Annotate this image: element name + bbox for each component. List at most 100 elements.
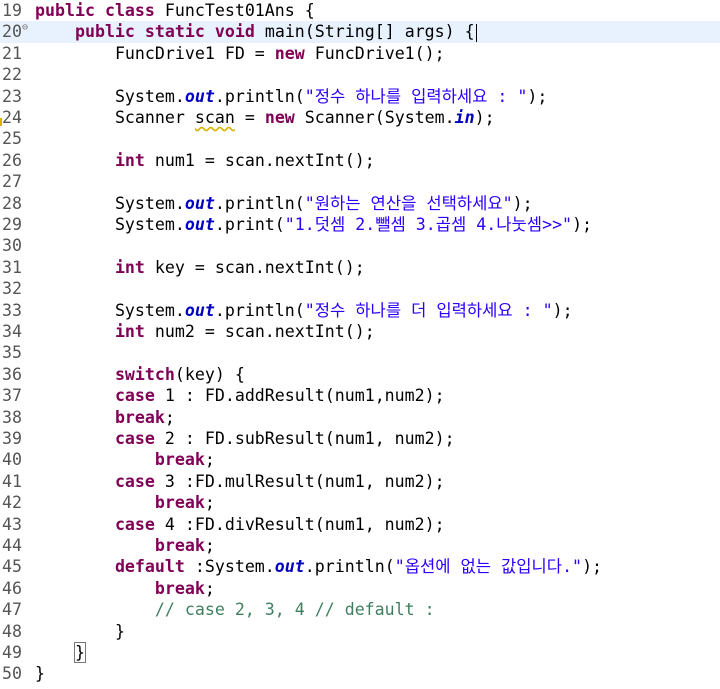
static-field: out bbox=[184, 300, 215, 320]
code-line-36[interactable]: 36 switch(key) { bbox=[0, 364, 720, 385]
code-text: FuncDrive1 FD = new FuncDrive1(); bbox=[35, 43, 445, 64]
static-field: out bbox=[184, 215, 215, 234]
code-line-23[interactable]: 23 System.out.println("정수 하나를 입력하세요 : ")… bbox=[0, 86, 720, 107]
code-token: :System. bbox=[184, 557, 275, 577]
code-text: System.out.println("정수 하나를 더 입력하세요 : "); bbox=[35, 300, 573, 321]
keyword: new bbox=[264, 108, 295, 127]
keyword: break bbox=[154, 536, 205, 555]
code-text: public class FuncTest01Ans { bbox=[35, 0, 315, 21]
code-line-41[interactable]: 41 case 3 :FD.mulResult(num1, num2); bbox=[0, 471, 720, 492]
code-line-22[interactable]: 22 bbox=[0, 64, 720, 85]
code-line-38[interactable]: 38 break; bbox=[0, 407, 720, 428]
code-line-28[interactable]: 28 System.out.println("원하는 연산을 선택하세요"); bbox=[0, 193, 720, 214]
code-line-29[interactable]: 29 System.out.print("1.덧셈 2.뺄셈 3.곱셈 4.나눗… bbox=[0, 214, 720, 235]
line-number: 46 bbox=[2, 578, 22, 598]
matching-bracket: } bbox=[73, 642, 86, 663]
code-line-47[interactable]: 47 // case 2, 3, 4 // default : bbox=[0, 599, 720, 620]
line-number: 19 bbox=[2, 1, 22, 20]
code-text: System.out.print("1.덧셈 2.뺄셈 3.곱셈 4.나눗셈>>… bbox=[35, 214, 592, 235]
code-line-35[interactable]: 35 bbox=[0, 342, 720, 363]
code-token bbox=[205, 22, 215, 41]
code-text: public static void main(String[] args) { bbox=[35, 21, 478, 42]
code-text: int key = scan.nextInt(); bbox=[35, 257, 365, 278]
code-text: break; bbox=[35, 407, 175, 428]
code-line-32[interactable]: 32 bbox=[0, 278, 720, 299]
line-number: 28 bbox=[2, 193, 22, 213]
code-text: case 2 : FD.subResult(num1, num2); bbox=[35, 428, 455, 449]
line-number: 40 bbox=[2, 450, 22, 470]
code-line-39[interactable]: 39 case 2 : FD.subResult(num1, num2); bbox=[0, 428, 720, 449]
code-token: ); bbox=[552, 300, 573, 320]
code-text: case 1 : FD.addResult(num1,num2); bbox=[35, 385, 445, 406]
code-text: int num1 = scan.nextInt(); bbox=[35, 150, 375, 171]
text-caret bbox=[475, 23, 478, 42]
code-line-42[interactable]: 42 break; bbox=[0, 492, 720, 513]
indent bbox=[35, 536, 155, 555]
keyword: case bbox=[114, 471, 155, 491]
string-literal: "원하는 연산을 선택하세요" bbox=[304, 193, 513, 213]
indent bbox=[35, 386, 115, 405]
code-text: break; bbox=[35, 492, 215, 513]
indent bbox=[35, 301, 115, 320]
code-token: ; bbox=[204, 578, 215, 598]
code-text: } bbox=[35, 663, 45, 684]
code-token: System. bbox=[114, 300, 185, 320]
comment: // case 2, 3, 4 // default : bbox=[154, 600, 435, 620]
code-token: ); bbox=[572, 215, 593, 234]
keyword: break bbox=[154, 578, 205, 598]
code-line-49[interactable]: 49 } bbox=[0, 642, 720, 663]
static-field: out bbox=[184, 193, 215, 213]
keyword: void bbox=[214, 22, 255, 42]
code-text: switch(key) { bbox=[35, 364, 245, 385]
code-token: .println( bbox=[304, 557, 395, 577]
code-line-45[interactable]: 45 default :System.out.println("옵션에 없는 값… bbox=[0, 556, 720, 577]
code-line-21[interactable]: 21 FuncDrive1 FD = new FuncDrive1(); bbox=[0, 43, 720, 64]
line-number: 32 bbox=[2, 279, 22, 299]
code-line-19[interactable]: 19 public class FuncTest01Ans { bbox=[0, 0, 720, 21]
code-token: 2 : FD.subResult(num1, num2); bbox=[154, 429, 455, 448]
code-token: ; bbox=[164, 407, 175, 427]
line-number: 26 bbox=[2, 150, 22, 170]
fold-toggle-icon[interactable]: ⊖ bbox=[22, 22, 29, 34]
line-number: 27 bbox=[2, 172, 22, 192]
keyword: break bbox=[154, 493, 205, 513]
line-number: 47 bbox=[2, 600, 22, 620]
indent bbox=[35, 22, 75, 41]
line-number: 49 bbox=[2, 643, 22, 662]
code-text: break; bbox=[35, 578, 215, 599]
code-line-30[interactable]: 30 bbox=[0, 235, 720, 256]
code-text: Scanner scan = new Scanner(System.in); bbox=[35, 107, 495, 128]
code-line-33[interactable]: 33 System.out.println("정수 하나를 더 입력하세요 : … bbox=[0, 300, 720, 321]
code-token: .println( bbox=[214, 193, 305, 213]
code-line-44[interactable]: 44 break; bbox=[0, 535, 720, 556]
line-number: 48 bbox=[2, 621, 22, 641]
indent bbox=[35, 194, 115, 213]
line-number: 44 bbox=[2, 536, 22, 555]
indent bbox=[35, 108, 115, 127]
keyword: default bbox=[114, 557, 185, 577]
code-line-48[interactable]: 48 } bbox=[0, 621, 720, 642]
code-line-40[interactable]: 40 break; bbox=[0, 449, 720, 470]
string-literal: "정수 하나를 더 입력하세요 : " bbox=[304, 300, 553, 320]
code-line-43[interactable]: 43 case 4 :FD.divResult(num1, num2); bbox=[0, 514, 720, 535]
keyword: switch bbox=[114, 364, 175, 384]
keyword: int bbox=[114, 257, 145, 277]
code-line-26[interactable]: 26 int num1 = scan.nextInt(); bbox=[0, 150, 720, 171]
code-token: = bbox=[234, 108, 265, 127]
code-line-37[interactable]: 37 case 1 : FD.addResult(num1,num2); bbox=[0, 385, 720, 406]
code-token bbox=[95, 1, 105, 20]
code-line-31[interactable]: 31 int key = scan.nextInt(); bbox=[0, 257, 720, 278]
code-line-50[interactable]: 50} bbox=[0, 663, 720, 684]
code-line-27[interactable]: 27 bbox=[0, 171, 720, 192]
code-token: 4 :FD.divResult(num1, num2); bbox=[154, 514, 445, 534]
code-line-24[interactable]: 24 Scanner scan = new Scanner(System.in)… bbox=[0, 107, 720, 128]
code-token: ); bbox=[582, 557, 603, 577]
code-line-46[interactable]: 46 break; bbox=[0, 578, 720, 599]
code-line-25[interactable]: 25 bbox=[0, 128, 720, 149]
indent bbox=[35, 322, 115, 341]
code-line-34[interactable]: 34 int num2 = scan.nextInt(); bbox=[0, 321, 720, 342]
keyword: int bbox=[114, 322, 145, 341]
code-line-20[interactable]: 20⊖ public static void main(String[] arg… bbox=[0, 21, 720, 43]
string-literal: "정수 하나를 입력하세요 : " bbox=[304, 86, 528, 106]
